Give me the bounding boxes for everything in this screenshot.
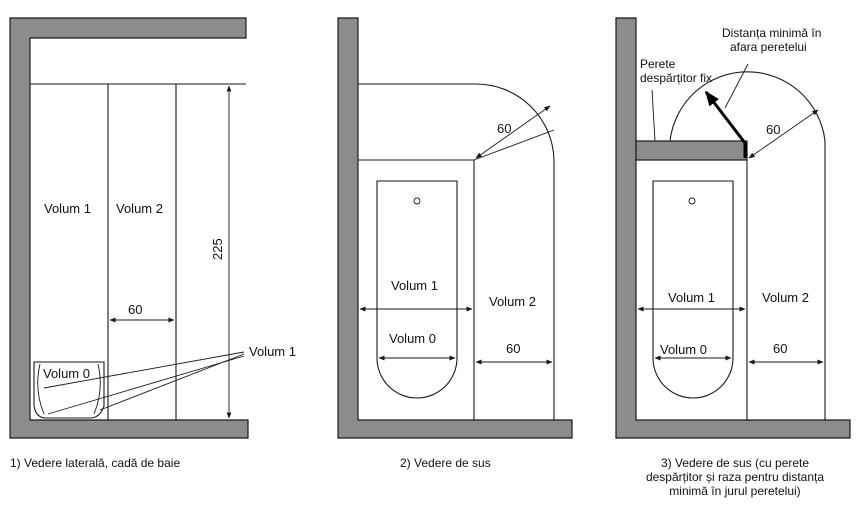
caption-3-line-1: 3) Vedere de sus (cu perete (661, 456, 809, 470)
radius-construction-line (473, 129, 555, 161)
label-width-60: 60 (128, 302, 142, 317)
bathtub-edge (93, 363, 101, 415)
label-radius-60: 60 (766, 122, 780, 137)
bathtub-edge (37, 363, 45, 415)
label-volum-2: Volum 2 (116, 201, 163, 216)
drain-icon (688, 197, 696, 205)
label-volum-0: Volum 0 (660, 342, 707, 357)
caption-3-line-2: despărțitor și raza pentru distanța (646, 470, 824, 484)
annotation-leader-line (724, 63, 749, 109)
caption-3-line-3: minimă în jurul peretelui) (669, 484, 800, 498)
radius-dimension (475, 105, 551, 159)
wall-l-shape (615, 17, 851, 439)
label-volum-1: Volum 1 (391, 278, 438, 293)
zone-2-outline (358, 83, 555, 420)
label-width-60: 60 (506, 341, 520, 356)
label-volum-1: Volum 1 (668, 290, 715, 305)
diagram-top-view: 60 Volum 1 Volum 0 Volum 2 60 2) Vedere … (337, 17, 573, 470)
annotation-distance-line-2: afara peretelui (730, 40, 807, 54)
callout-label-volum-1: Volum 1 (249, 344, 296, 359)
caption-1: 1) Vedere laterală, cadă de baie (10, 456, 180, 470)
label-volum-2: Volum 2 (489, 294, 536, 309)
callout-line (47, 355, 245, 415)
label-radius-60: 60 (497, 121, 511, 136)
caption-2: 2) Vedere de sus (400, 456, 491, 470)
label-height-225: 225 (210, 238, 225, 260)
label-volum-0: Volum 0 (389, 331, 436, 346)
diagram-top-view-partition: Distanța minimă în afara peretelui Peret… (615, 17, 851, 498)
fixed-partition-wall (635, 140, 748, 161)
radius-dimension (748, 109, 819, 159)
label-volum-2: Volum 2 (762, 290, 809, 305)
annotation-wall-line-2: despărțitor fix (640, 71, 712, 85)
bathtub-top (376, 180, 458, 399)
annotation-leader-line (651, 89, 656, 142)
diagram-side-view: Volum 1 Volum 2 Volum 0 60 225 Volum 1 1… (9, 17, 296, 470)
wall-l-shape (337, 17, 573, 439)
callout-line (43, 351, 245, 389)
drain-icon (413, 197, 421, 205)
minimum-distance-arrow (704, 90, 747, 158)
annotation-distance-line-1: Distanța minimă în (722, 26, 821, 40)
label-volum-1: Volum 1 (44, 201, 91, 216)
annotation-wall-line-1: Perete (640, 57, 676, 71)
label-volum-0: Volum 0 (43, 366, 90, 381)
wall-section (9, 17, 249, 439)
bathtub-top (652, 180, 734, 399)
label-width-60: 60 (773, 341, 787, 356)
